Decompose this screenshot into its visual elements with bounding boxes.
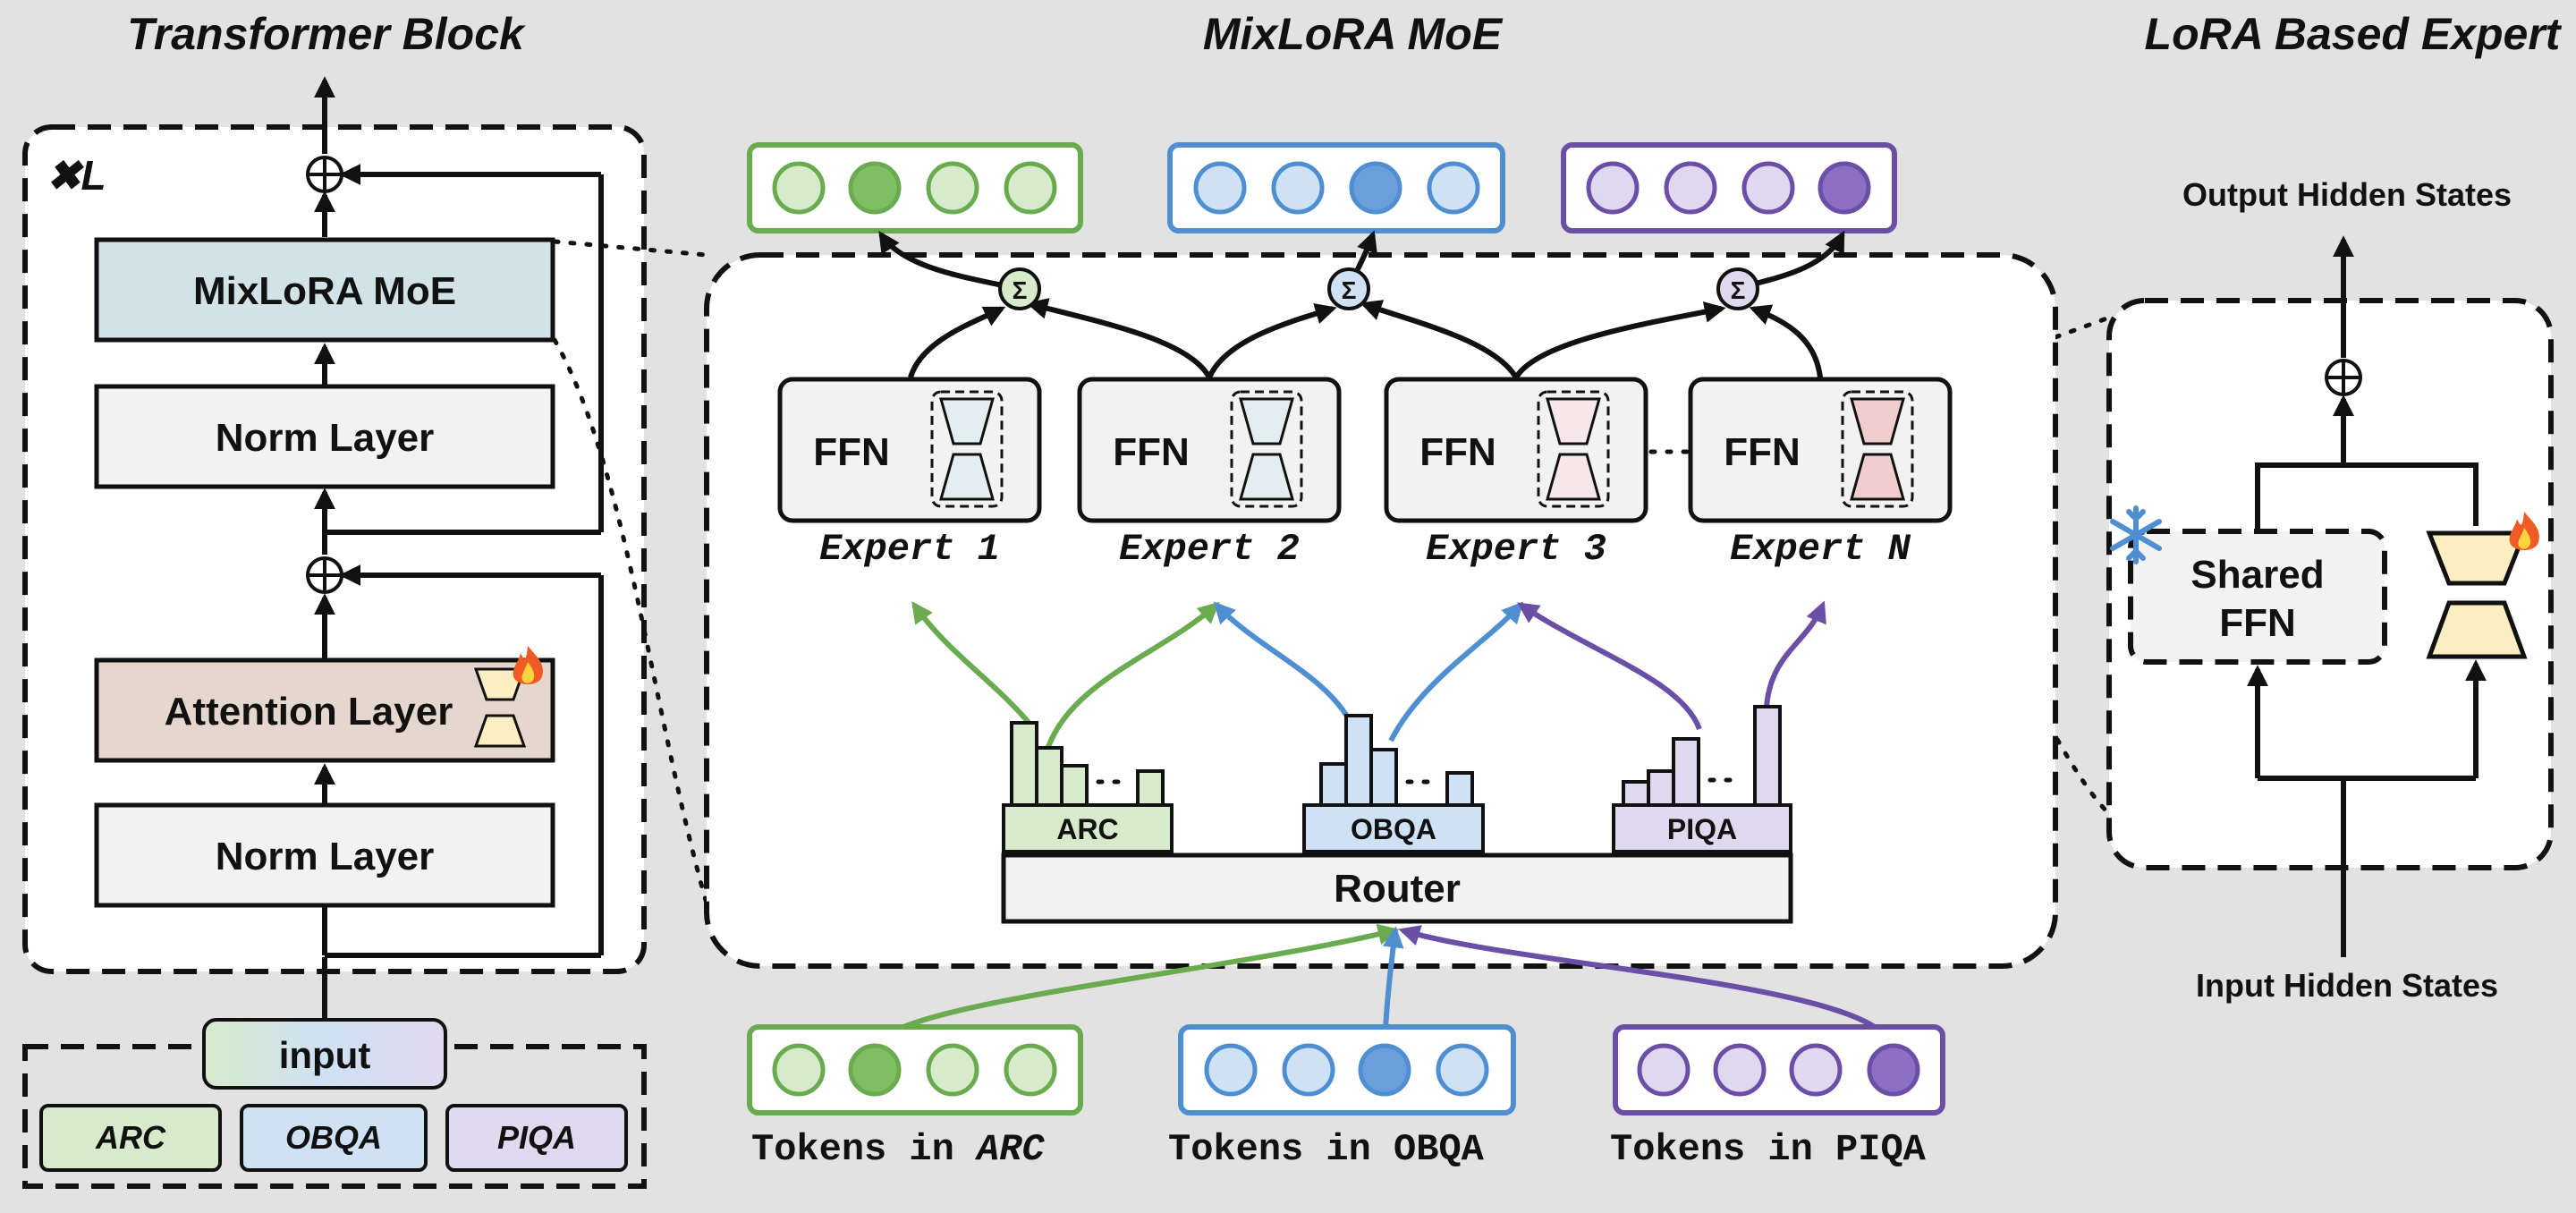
tokens-in-piqa-label: Tokens in PIQA <box>1610 1128 1927 1171</box>
histogram-arc-label: ARC <box>1056 813 1118 845</box>
transformer-block-title: Transformer Block <box>127 9 526 59</box>
repeat-l-label: ✖L <box>47 152 106 199</box>
router-box <box>1001 852 1793 924</box>
sum-node-3: Σ <box>1716 267 1759 310</box>
expert-1-label: Expert 1 <box>819 528 1000 571</box>
expert-1: FFN Expert 1 <box>777 377 1042 571</box>
sum-node-1: Σ <box>998 267 1041 310</box>
histogram-piqa: PIQA <box>1612 705 1792 853</box>
attention-layer-label: Attention Layer <box>165 690 453 734</box>
residual-add-top-icon <box>306 156 343 193</box>
tokens-in-obqa-label: Tokens in OBQA <box>1168 1128 1485 1171</box>
sigma-icon: Σ <box>1342 276 1357 304</box>
sigma-icon: Σ <box>1013 276 1028 304</box>
sigma-icon: Σ <box>1731 276 1746 304</box>
output-tokens-blue <box>1167 142 1505 233</box>
mixlora-moe-label: MixLoRA MoE <box>193 269 456 313</box>
dataset-chip-arc-label: ARC <box>95 1119 166 1156</box>
route-arc-expert1 <box>911 601 1033 726</box>
zoom-connector-bottom <box>552 337 709 906</box>
histogram-piqa-label: PIQA <box>1667 813 1737 845</box>
output-tokens-purple <box>1561 142 1897 233</box>
norm-layer-top-box <box>94 384 555 489</box>
shared-ffn-line2: FFN <box>2219 601 2296 645</box>
dataset-chip-piqa-label: PIQA <box>497 1119 576 1156</box>
router-label: Router <box>1334 867 1461 911</box>
input-tokens-piqa: Tokens in PIQA <box>1610 1024 1945 1171</box>
histogram-obqa: OBQA <box>1302 714 1485 853</box>
lora-expert-title: LoRA Based Expert <box>2145 9 2563 59</box>
zoom-connector-top <box>552 239 709 258</box>
attention-lora-adapter-icon <box>473 667 527 748</box>
expert-n-label: Expert N <box>1730 528 1911 571</box>
route-piqa-expert3 <box>1517 602 1702 731</box>
route-arc-expert2 <box>1046 601 1220 749</box>
input-tokens-arc: Tokens in ARC <box>747 1024 1083 1171</box>
route-piqa-expertn <box>1764 600 1826 708</box>
input-panel: input ARC OBQA PIQA <box>22 973 647 1189</box>
norm-layer-bottom-box <box>94 802 555 908</box>
ffn-label: FFN <box>1419 430 1496 474</box>
lora-expert-panel: Output Hidden States Shared FFN Input Hi… <box>2106 176 2554 1004</box>
input-box <box>202 1018 447 1090</box>
output-tokens-green <box>747 142 1083 233</box>
expert-n: FFN Expert N <box>1688 377 1953 571</box>
expert-2: FFN Expert 2 <box>1077 377 1342 571</box>
histogram-obqa-label: OBQA <box>1351 813 1436 845</box>
expert-2-label: Expert 2 <box>1119 528 1300 571</box>
shared-ffn-line1: Shared <box>2190 553 2324 597</box>
lora-adapter-icon <box>2426 530 2528 659</box>
lora-add-icon <box>2325 359 2362 396</box>
ffn-label: FFN <box>813 430 890 474</box>
input-label: input <box>279 1034 371 1076</box>
norm-layer-top-label: Norm Layer <box>216 416 435 460</box>
mixlora-moe-title: MixLoRA MoE <box>1203 9 1504 59</box>
residual-add-bottom-icon <box>306 556 343 594</box>
input-hidden-states-label: Input Hidden States <box>2196 967 2498 1004</box>
expert-3-label: Expert 3 <box>1426 528 1606 571</box>
route-obqa-expert3 <box>1388 601 1524 742</box>
mixlora-moe-box <box>94 237 555 343</box>
sum-node-2: Σ <box>1327 267 1370 310</box>
dataset-chip-piqa <box>445 1104 628 1172</box>
dataset-chip-obqa-label: OBQA <box>285 1119 382 1156</box>
ffn-label: FFN <box>1113 430 1190 474</box>
transformer-block-panel: ✖L MixLoRA MoE Norm Layer Attention Laye… <box>22 76 647 993</box>
norm-layer-bottom-label: Norm Layer <box>216 835 435 878</box>
dataset-chip-obqa <box>240 1104 428 1172</box>
moe-panel: Σ Σ Σ FFN Expert 1 FFN Expert 2 <box>704 142 2058 969</box>
shared-ffn-box <box>2128 529 2387 665</box>
histogram-arc: ARC <box>1002 721 1174 853</box>
ffn-label: FFN <box>1724 430 1801 474</box>
snowflake-icon <box>2110 505 2162 564</box>
dataset-chip-arc <box>39 1104 222 1172</box>
tokens-in-arc-label: Tokens in ARC <box>751 1128 1045 1171</box>
input-tokens-obqa: Tokens in OBQA <box>1168 1024 1516 1171</box>
piqa-tokens-to-router <box>1398 925 1894 1048</box>
expert-3: FFN Expert 3 <box>1384 377 1648 571</box>
output-hidden-states-label: Output Hidden States <box>2182 176 2512 213</box>
